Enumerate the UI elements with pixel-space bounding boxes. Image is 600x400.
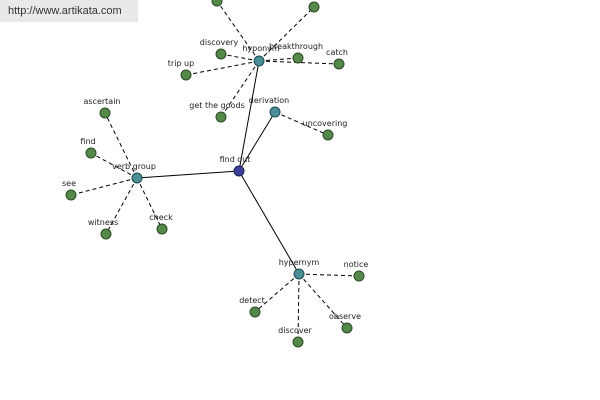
word-node-breakthrough[interactable] bbox=[292, 52, 304, 64]
node-label-catch: catch bbox=[326, 48, 348, 57]
root-node[interactable] bbox=[233, 165, 245, 177]
word-node-find[interactable] bbox=[85, 147, 97, 159]
edge-root-verbgroup bbox=[136, 170, 240, 179]
edge-hypernym-observe bbox=[298, 273, 348, 329]
node-label-tripup: trip up bbox=[168, 59, 194, 68]
edge-hypernym-discover bbox=[297, 273, 300, 343]
edge-hypernym-notice bbox=[298, 273, 360, 277]
edge-verbgroup-witness bbox=[105, 177, 138, 235]
edge-verbgroup-check bbox=[136, 177, 163, 230]
word-node-getgoods[interactable] bbox=[215, 111, 227, 123]
node-label-notice: notice bbox=[344, 260, 369, 269]
node-label-uncovering: uncovering bbox=[303, 119, 348, 128]
word-node-t1[interactable] bbox=[211, 0, 223, 7]
edge-hypernym-detect bbox=[254, 273, 300, 313]
word-node-see[interactable] bbox=[65, 189, 77, 201]
relation-node-verbgroup[interactable] bbox=[131, 172, 143, 184]
edge-verbgroup-see bbox=[70, 177, 138, 196]
word-node-notice[interactable] bbox=[353, 270, 365, 282]
edge-hyponym-discovery bbox=[220, 53, 260, 62]
node-label-find: find bbox=[80, 137, 95, 146]
node-label-see: see bbox=[62, 179, 76, 188]
node-label-discover: discover bbox=[278, 326, 312, 335]
watermark-url: http://www.artikata.com bbox=[0, 0, 138, 22]
edge-hyponym-getgoods bbox=[220, 60, 260, 118]
relation-node-hyponym[interactable] bbox=[253, 55, 265, 67]
edge-derivation-uncovering bbox=[274, 111, 329, 136]
node-label-ascertain: ascertain bbox=[83, 97, 120, 106]
edge-hyponym-tripup bbox=[185, 60, 260, 76]
node-label-derivation: derivation bbox=[249, 96, 289, 105]
relation-node-derivation[interactable] bbox=[269, 106, 281, 118]
edge-root-hypernym bbox=[238, 170, 300, 275]
word-node-tripup[interactable] bbox=[180, 69, 192, 81]
word-node-check[interactable] bbox=[156, 223, 168, 235]
node-label-getgoods: get the goods bbox=[189, 101, 244, 110]
edge-hyponym-breakthrough bbox=[258, 57, 299, 62]
word-node-discovery[interactable] bbox=[215, 48, 227, 60]
edge-hyponym-t2 bbox=[258, 6, 315, 62]
node-label-detect: detect bbox=[239, 296, 265, 305]
word-node-detect[interactable] bbox=[249, 306, 261, 318]
word-node-uncovering[interactable] bbox=[322, 129, 334, 141]
node-label-observe: observe bbox=[329, 312, 361, 321]
word-node-discover[interactable] bbox=[292, 336, 304, 348]
node-label-discovery: discovery bbox=[200, 38, 239, 47]
node-label-verbgroup: verb group bbox=[112, 162, 156, 171]
node-label-witness: witness bbox=[88, 218, 118, 227]
graph-nodes bbox=[65, 0, 365, 348]
graph-labels: find out hyponym derivation verb group hyper… bbox=[62, 38, 368, 335]
word-node-ascertain[interactable] bbox=[99, 107, 111, 119]
node-label-root: find out bbox=[220, 155, 251, 164]
graph-edges bbox=[70, 0, 360, 343]
edge-verbgroup-find bbox=[90, 152, 138, 179]
edge-root-derivation bbox=[238, 111, 276, 172]
word-node-t2[interactable] bbox=[308, 1, 320, 13]
word-node-observe[interactable] bbox=[341, 322, 353, 334]
node-label-hyponym: hyponym bbox=[242, 44, 280, 53]
relation-node-hypernym[interactable] bbox=[293, 268, 305, 280]
edge-verbgroup-ascertain bbox=[104, 112, 138, 179]
node-label-breakthrough: breakthrough bbox=[269, 42, 323, 51]
edge-hyponym-t1 bbox=[216, 0, 260, 62]
node-label-hypernym: hypernym bbox=[279, 258, 320, 267]
edge-root-hyponym bbox=[238, 60, 260, 172]
node-label-check: check bbox=[149, 213, 173, 222]
word-node-witness[interactable] bbox=[100, 228, 112, 240]
word-node-catch[interactable] bbox=[333, 58, 345, 70]
edge-hyponym-catch bbox=[258, 60, 340, 65]
